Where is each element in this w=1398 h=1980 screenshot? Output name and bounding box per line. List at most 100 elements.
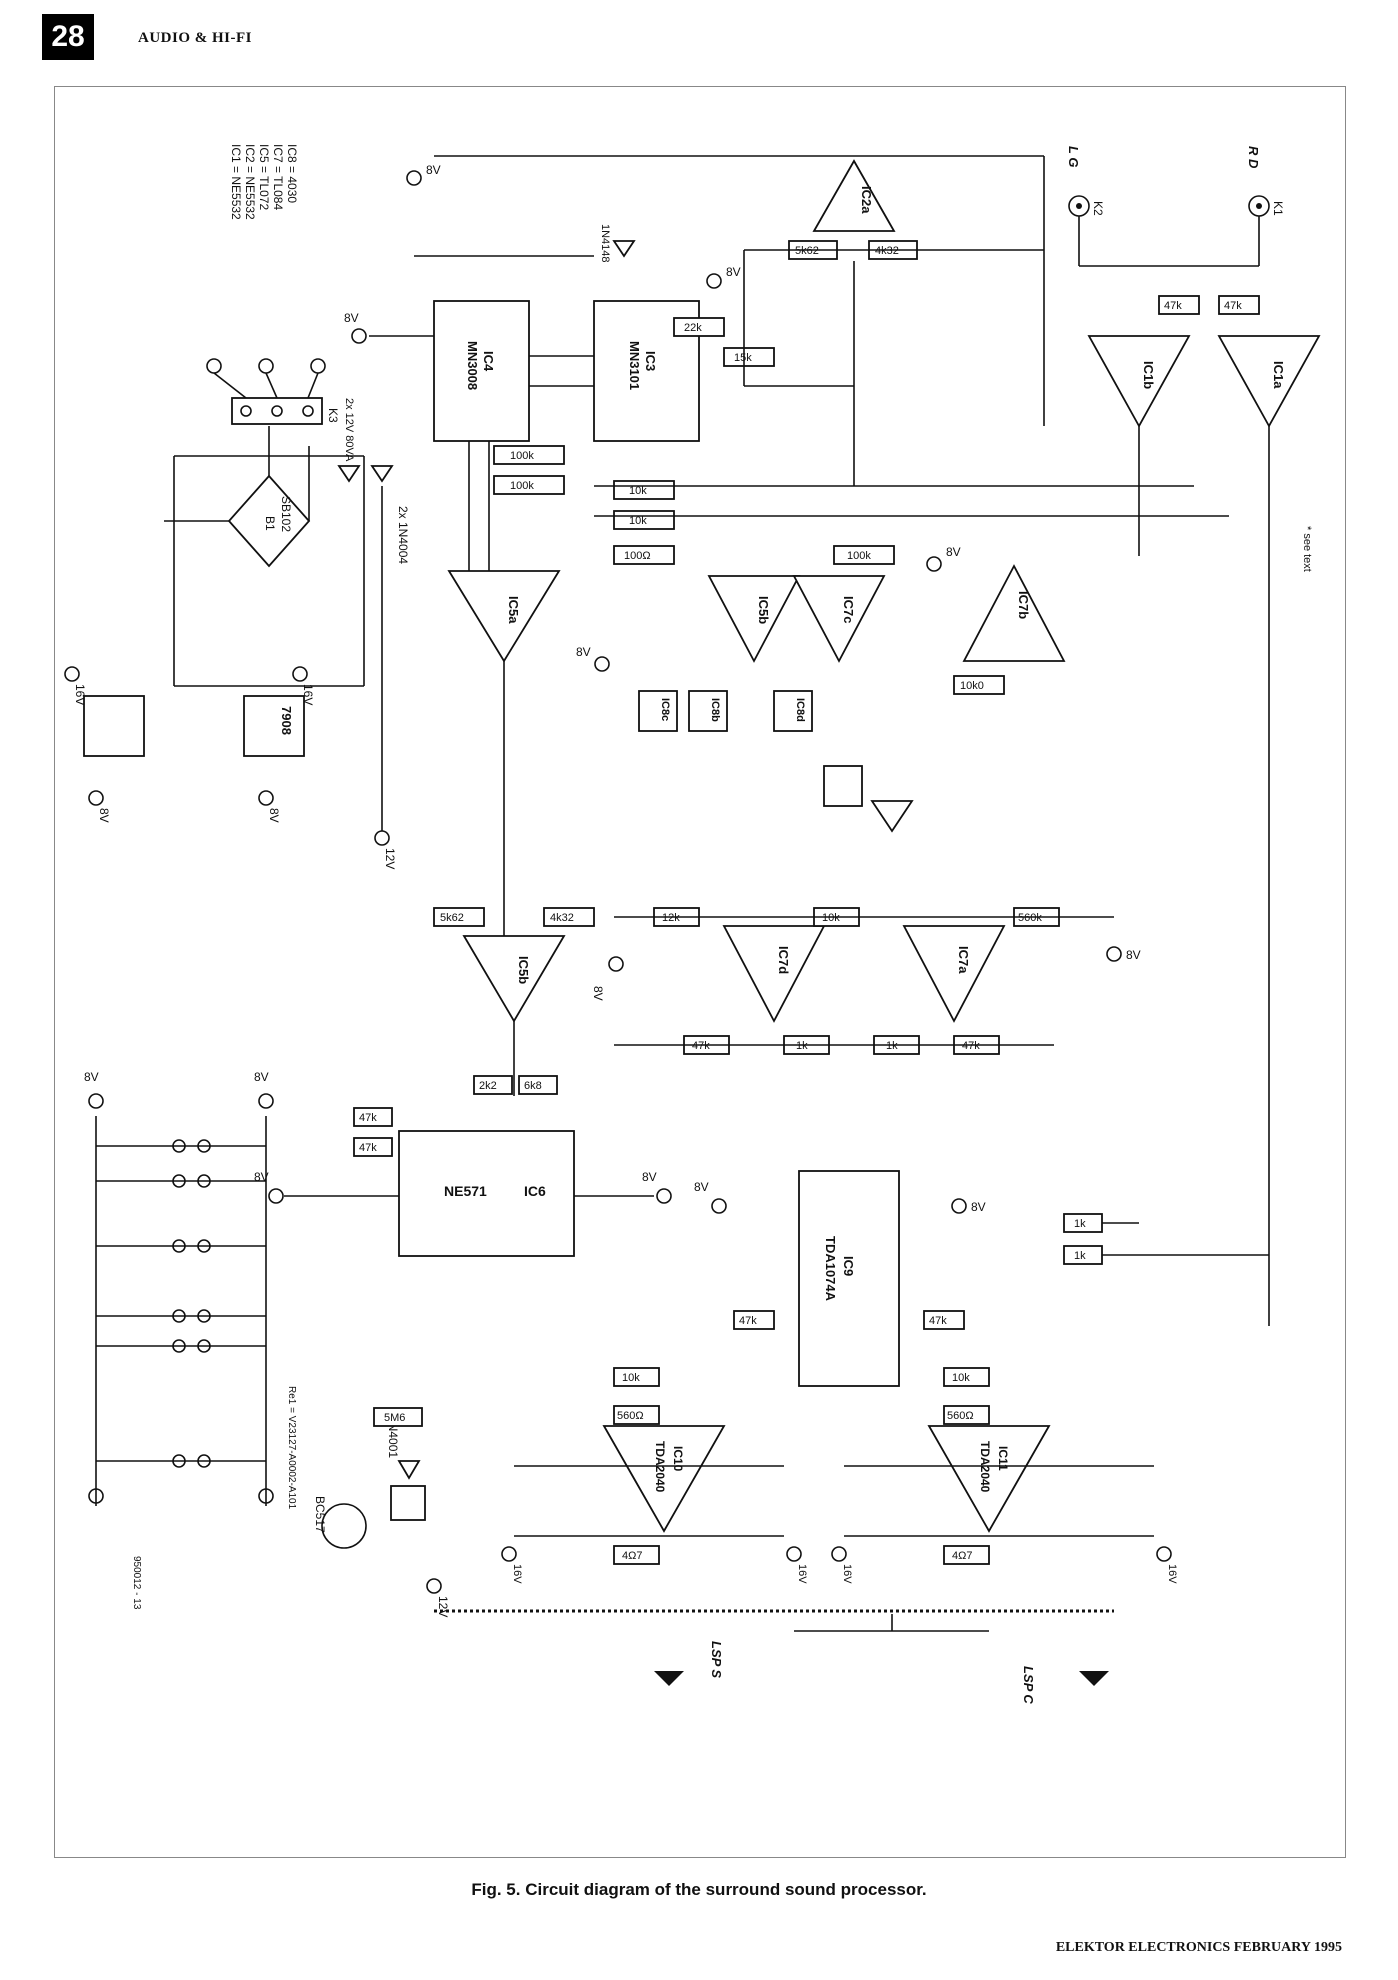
ic7a-label: IC7a (956, 946, 971, 974)
rail-label: 12V (436, 1596, 450, 1617)
figure-caption: Fig. 5. Circuit diagram of the surround … (471, 1880, 927, 1899)
ic9-ref: IC9 (841, 1256, 856, 1276)
resistor-value: 4Ω7 (622, 1550, 642, 1562)
ic6-ref: IC6 (524, 1183, 546, 1199)
ic1b-opamp (1087, 335, 1191, 428)
k2-signal: L G (1066, 146, 1081, 167)
resistor-value: 5k62 (795, 245, 819, 257)
resistor-value: 4Ω7 (952, 1550, 972, 1562)
resistor-value: 47k (692, 1040, 710, 1052)
ic11-part: TDA2040 (653, 1441, 667, 1493)
ic7c-label: IC5b (756, 596, 771, 624)
ic5b-name: IC5b (516, 956, 531, 984)
k1-label: K1 (1271, 201, 1285, 216)
k1-signal: R D (1246, 146, 1261, 169)
ic6-part: NE571 (444, 1183, 487, 1199)
resistor-value: 47k (1224, 300, 1242, 312)
resistor-value: 47k (929, 1315, 947, 1327)
resistor-value: 47k (1164, 300, 1182, 312)
resistor-value: 10k (822, 912, 840, 924)
rail-label: 8V (426, 163, 441, 177)
resistor-value: 100Ω (624, 550, 651, 562)
regulator-ic12 (243, 695, 305, 757)
rail-label: 16V (301, 684, 315, 705)
k2-label: K2 (1091, 201, 1105, 216)
ic1b-label: IC1b (1141, 361, 1156, 389)
ic5a: IC5a 100k 100k (447, 441, 565, 846)
ic10-amp (927, 1425, 1051, 1533)
page-number: 28 (42, 14, 94, 60)
resistor-value: 47k (359, 1112, 377, 1124)
ic10-part: TDA2040 (978, 1441, 992, 1493)
resistor-value: 10k0 (960, 680, 984, 692)
led-d9 (870, 800, 914, 833)
ic7b-label: IC7c (841, 596, 856, 623)
ic7d-opamp (722, 925, 826, 1023)
ic4-box (433, 300, 530, 442)
resistor-value: 1k (886, 1040, 898, 1052)
diode-d7 (397, 1460, 421, 1480)
rail-label: 8V (344, 311, 359, 325)
resistor-value: 5M6 (384, 1412, 405, 1424)
ic2b-label: IC7b (1016, 591, 1031, 619)
ic9: IC9 TDA1074A 47k 47k 1k 1k 8V 8V (694, 1170, 1269, 1387)
legend-line: IC7 = TL084 (271, 144, 285, 210)
resistor-value: 6k8 (524, 1080, 542, 1092)
ic6: NE571 IC6 2k2 6k8 47k 47k 8V 8V (254, 1075, 672, 1257)
ic8b-label: IC8c (659, 698, 671, 721)
rail-label: 16V (1166, 1564, 1178, 1584)
resistor-value: 1k (1074, 1250, 1086, 1262)
ic2b-opamp (962, 564, 1066, 662)
see-text-note: * see text (1301, 526, 1313, 572)
ic2a: IC2a 5k62 4k32 (743, 159, 1044, 486)
resistor-value: 560Ω (617, 1410, 644, 1422)
transistor-label: BC517 (313, 1496, 327, 1533)
rail-label: 8V (642, 1170, 657, 1184)
ic2a-label: IC2a (859, 186, 874, 214)
lsp-c-label: LSP C (1021, 1666, 1036, 1704)
relay-driver: BC517 1N4001 5M6 12V Re1 = V23127-A0002-… (131, 1386, 450, 1617)
rail-label: 8V (97, 808, 111, 823)
resistor-value: 10k (622, 1372, 640, 1384)
resistor-value: 2k2 (479, 1080, 497, 1092)
rail-label: 8V (694, 1180, 709, 1194)
k3-label: K3 (326, 408, 340, 423)
legend-line: IC5 = TL072 (257, 144, 271, 210)
ic5a-label: IC5a (506, 596, 521, 624)
ic7a-opamp (902, 925, 1006, 1023)
rail-label: 8V (576, 645, 591, 659)
power-amps: IC10 TDA2040 IC11 TDA2040 10k 560Ω 4Ω7 1… (501, 1367, 1178, 1584)
decoupling-section: 8V 8V (84, 1070, 274, 1506)
ic12-label: 7908 (279, 706, 294, 735)
speaker-outputs: LSP S LSP C (434, 1609, 1114, 1704)
matrix-section: IC7d IC7a 12k 10k 560k 47k 1k 1k 47k 8V … (591, 907, 1141, 1055)
ic7c-opamp (707, 575, 801, 663)
bridge-label: SB102 (279, 496, 293, 532)
ic1a-label: IC1a (1271, 361, 1286, 389)
transformer-label: 2x 12V 80VA (343, 398, 355, 462)
resistor-value: 10k (629, 485, 647, 497)
resistor-value: 100k (510, 450, 534, 462)
ic4-ref: IC4 (481, 351, 496, 372)
resistor-value: 15k (734, 352, 752, 364)
ic8a-label: IC8b (709, 698, 721, 722)
resistor-value: 22k (684, 322, 702, 334)
lsp-s-label: LSP S (709, 1641, 724, 1678)
resistor-value: 47k (962, 1040, 980, 1052)
ic9-part: TDA1074A (823, 1236, 838, 1302)
diode-label: 1N4148 (599, 224, 611, 263)
ic1a-opamp (1217, 335, 1321, 428)
ic5b: IC5b IC5b 5k62 4k32 (433, 846, 595, 1096)
power-supply: K3 2x 12V 80VA SB102 B1 2x 1N4004 7908 1… (64, 358, 410, 869)
resistor-value: 560k (1018, 912, 1042, 924)
relay-note: Re1 = V23127-A0002-A101 (286, 1386, 297, 1510)
resistor-value: 10k (629, 515, 647, 527)
resistor-value: 5k62 (440, 912, 464, 924)
ic3-part: MN3101 (627, 341, 642, 390)
resistor-value: 47k (359, 1142, 377, 1154)
resistor-value: 560Ω (947, 1410, 974, 1422)
transistor-t1 (321, 1503, 367, 1549)
rail-label: 8V (254, 1070, 269, 1084)
ic7b-opamp (792, 575, 886, 663)
ic-legend: IC1 = NE5532 IC2 = NE5532 IC5 = TL072 IC… (229, 144, 299, 220)
